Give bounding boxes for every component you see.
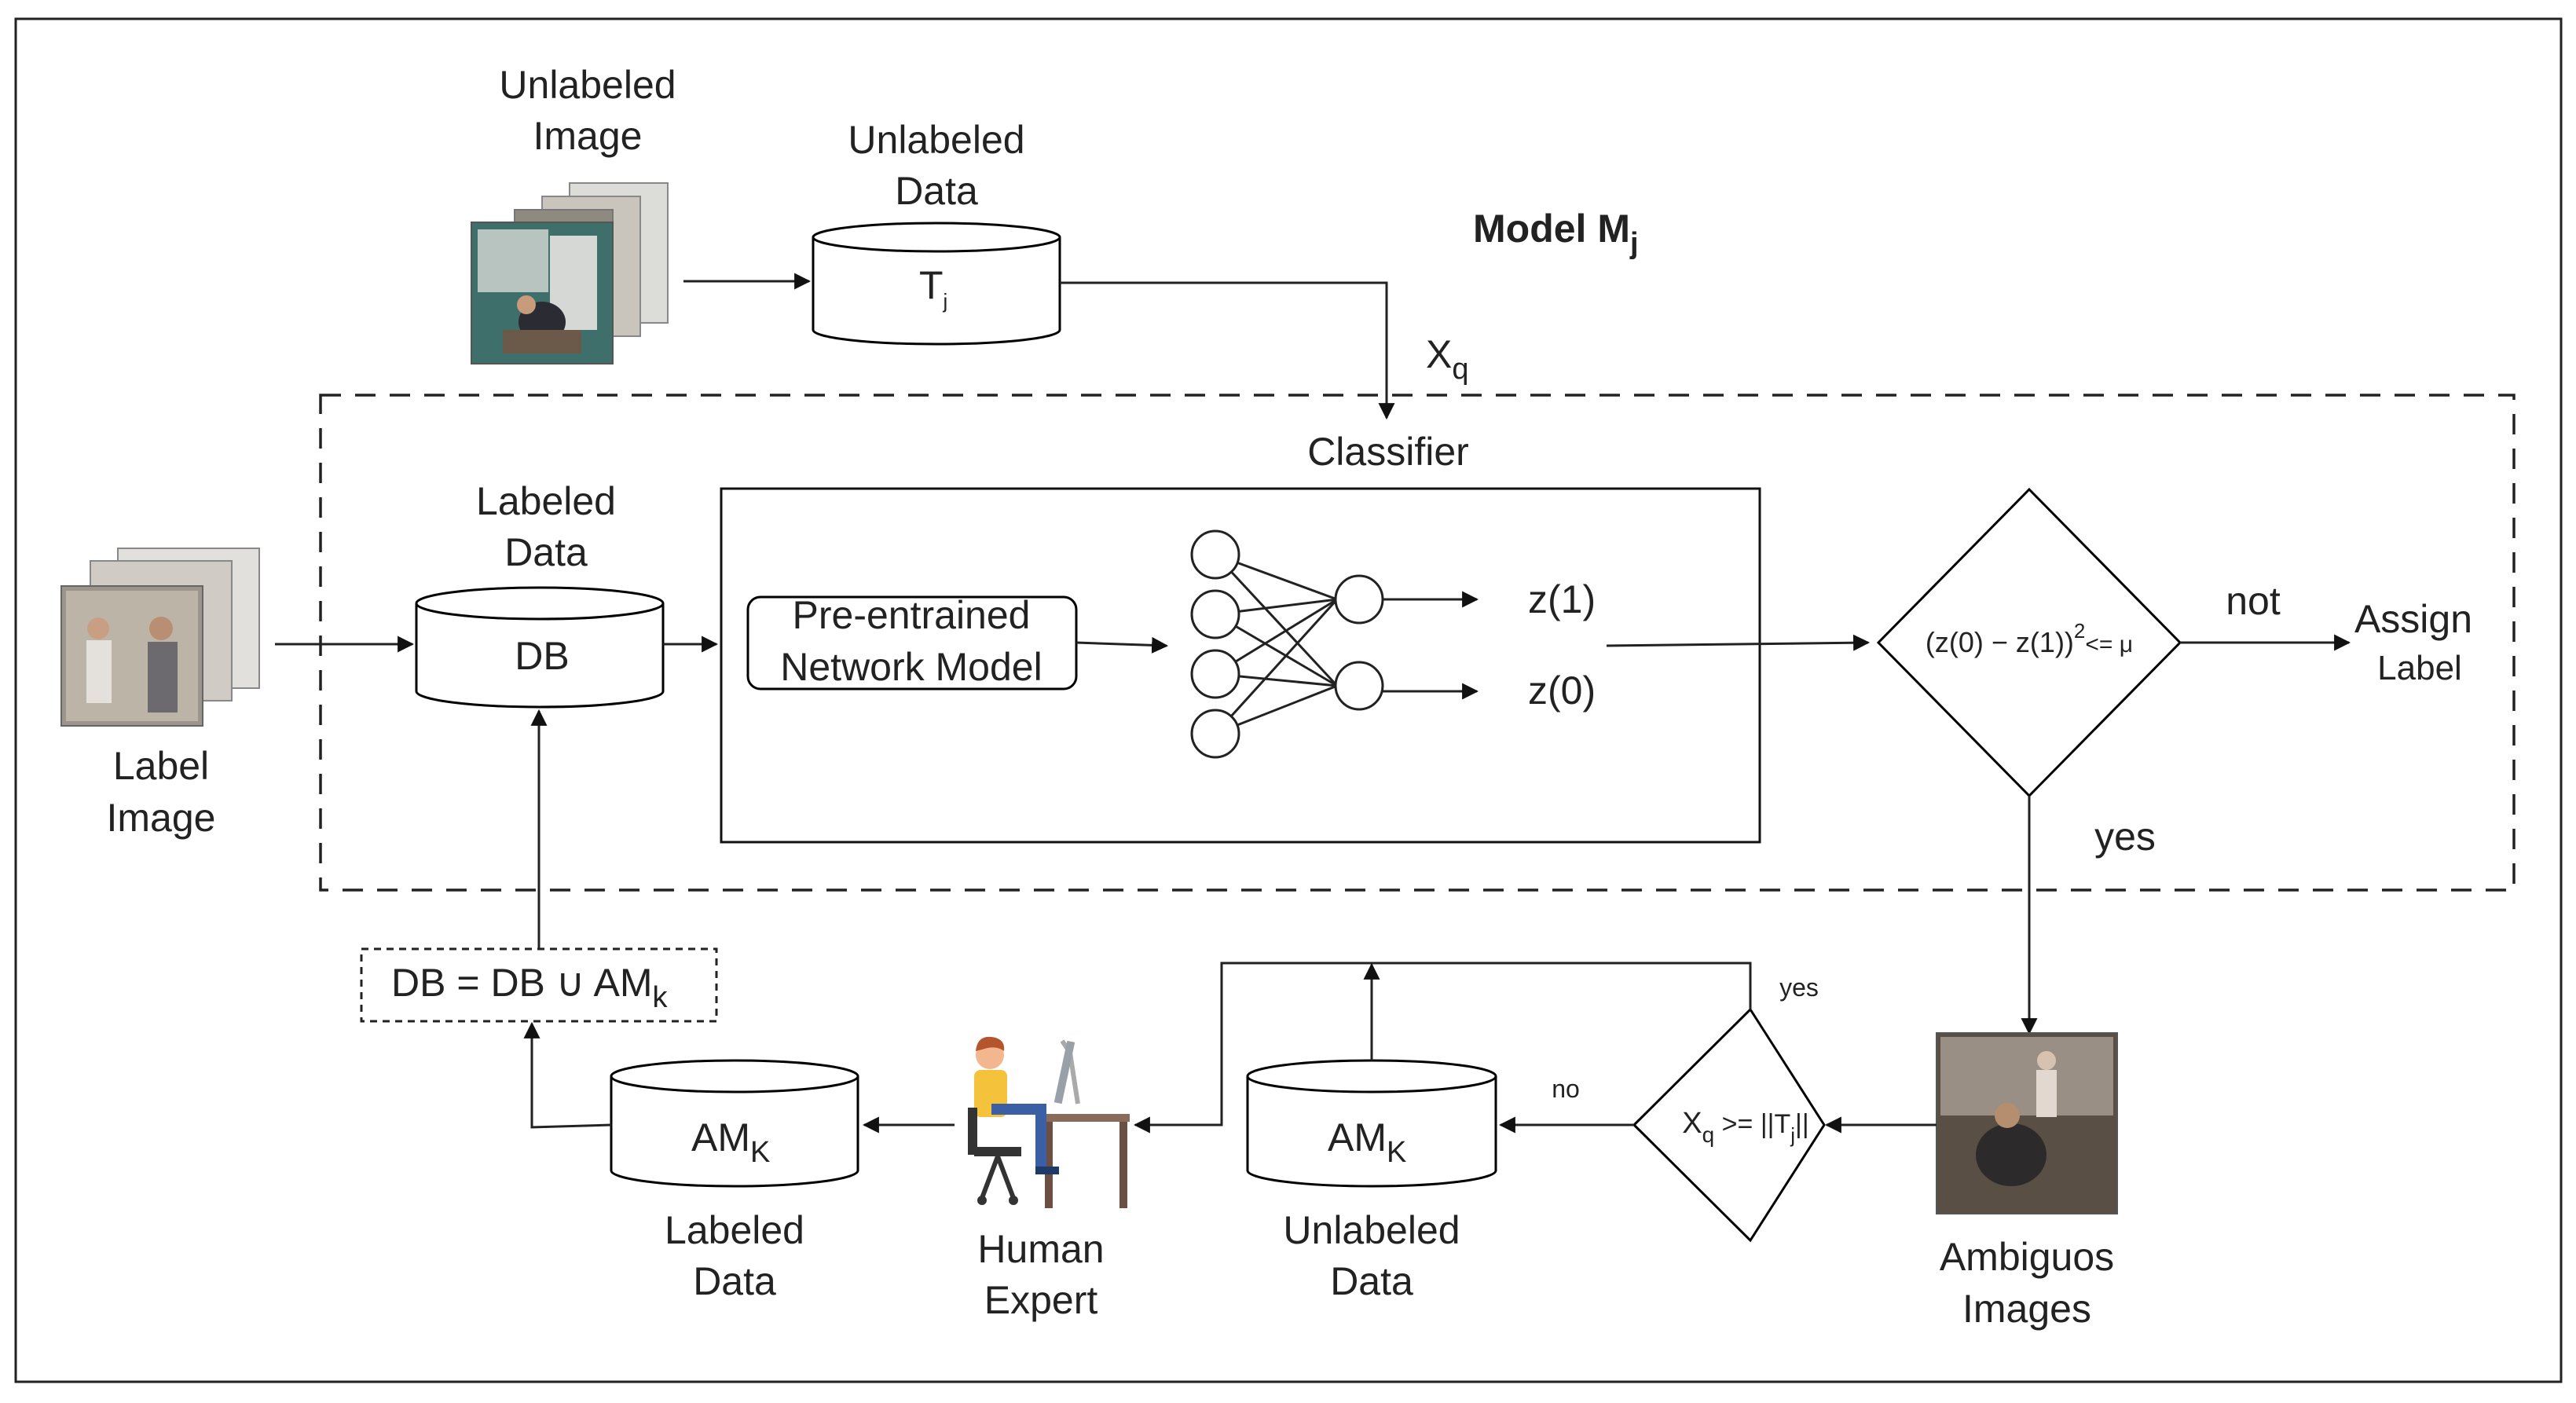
unlabeled-image-label-1: Unlabeled [499, 63, 676, 107]
arrow-yes-to-expert [1133, 962, 1752, 1134]
unlabeled-image-label-2: Image [533, 114, 643, 158]
unlabeled-data-top-label-2: Data [895, 169, 978, 213]
arrow-network-to-decision [1606, 634, 1871, 651]
unlabeled-data-cylinder-top [812, 222, 1061, 346]
human-expert-label-2: Expert [984, 1278, 1098, 1322]
unlabeled-data-cylinder-bottom [1246, 1059, 1497, 1188]
labeled-data-bottom-label-2: Data [693, 1259, 776, 1303]
ambiguous-image [1936, 1032, 2118, 1214]
network-box [720, 487, 1761, 844]
pretrained-label-1: Pre-entrained [793, 593, 1031, 637]
neural-network [1190, 529, 1384, 759]
yes-label: yes [2094, 815, 2156, 859]
db-update-box [360, 947, 718, 1023]
no-small-label: no [1552, 1075, 1580, 1103]
not-label: not [2226, 579, 2281, 623]
labeled-data-cylinder-bottom [610, 1059, 859, 1188]
classifier-boundary [319, 394, 2516, 892]
labeled-image-stack [60, 548, 260, 727]
yes-small-label: yes [1779, 973, 1819, 1002]
db-label: DB [515, 634, 569, 678]
unlabeled-data-top-label-1: Unlabeled [848, 118, 1024, 162]
assign-label-2: Label [2377, 649, 2462, 687]
threshold-condition: (z(0) − z(1))2<= μ [1926, 619, 2133, 658]
query-count-decision-diamond [1632, 1007, 1826, 1243]
tj-label: Tj [919, 263, 947, 313]
unlabeled-data-bottom-label-2: Data [1330, 1259, 1413, 1303]
label-image-label-1: Label [113, 744, 209, 788]
ambiguous-label-1: Ambiguos [1940, 1235, 2114, 1279]
am-labeled-label: AMK [691, 1115, 770, 1169]
z0-label: z(0) [1528, 669, 1596, 712]
labeled-data-bottom-label-1: Labeled [665, 1208, 804, 1252]
arrow-labeled-to-update [523, 1021, 612, 1129]
am-unlabeled-label: AMK [1328, 1115, 1406, 1169]
outer-frame [14, 17, 2563, 1383]
ambiguous-label-2: Images [1962, 1287, 2091, 1331]
xq-label: Xq [1426, 332, 1469, 386]
person-at-desk-icon [968, 1036, 1130, 1208]
unlabeled-data-bottom-label-1: Unlabeled [1283, 1208, 1460, 1252]
arrow-tj-to-classifier [1060, 281, 1395, 420]
model-title: Model Mj [1473, 207, 1639, 260]
arrow-pretrained-to-nn [1075, 636, 1169, 654]
unlabeled-image-stack [471, 182, 669, 364]
labeled-data-cylinder [415, 586, 665, 709]
db-update-label: DB = DB ∪ AMk [391, 961, 669, 1014]
labeled-data-top-label-2: Data [504, 530, 588, 574]
pretrained-label-2: Network Model [780, 645, 1042, 689]
label-image-label-2: Image [107, 796, 216, 840]
labeled-data-top-label-1: Labeled [476, 479, 616, 523]
query-count-condition: Xq >= ||Tj|| [1682, 1107, 1808, 1147]
assign-label-1: Assign [2354, 597, 2472, 641]
z1-label: z(1) [1528, 577, 1596, 621]
classifier-label: Classifier [1307, 430, 1469, 474]
human-expert-label-1: Human [977, 1227, 1104, 1271]
